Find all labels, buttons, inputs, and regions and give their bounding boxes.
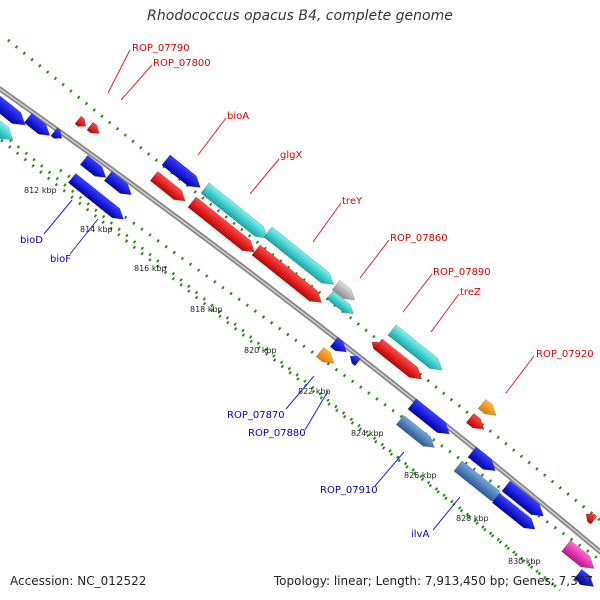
gene-label: bioD — [20, 235, 43, 246]
bottom-gene-labels: bioD bioF ROP_07870 ROP_07880 ROP_07910 … — [20, 235, 429, 540]
tick-dot-line — [59, 168, 600, 562]
gene-label: ROP_07790 — [132, 43, 190, 54]
gene-arrow — [573, 568, 595, 587]
gene-arrow — [74, 115, 87, 127]
gene-label: ROP_07860 — [390, 233, 448, 244]
gene-arrow — [349, 355, 362, 367]
gene-label: ROP_07870 — [227, 410, 285, 421]
tick-label: 830 kbp — [508, 557, 541, 566]
tick-label: 824 kbp — [351, 429, 384, 438]
gene-arrow — [387, 324, 443, 371]
gene-label: glgX — [280, 150, 302, 161]
top-gene-labels: ROP_07790 ROP_07800 bioA glgX treY ROP_0… — [132, 43, 594, 360]
tick-dot-line — [0, 137, 561, 592]
gene-arrow — [67, 172, 124, 220]
top-leader-lines — [107, 49, 535, 394]
map-title: Rhodococcus opacus B4, complete genome — [147, 8, 453, 24]
gene-arrow — [585, 513, 598, 525]
gene-label: treZ — [460, 287, 481, 298]
accession-label: Accession: NC_012522 — [10, 574, 147, 588]
tick-label: 828 kbp — [456, 514, 489, 523]
tick-label: 820 kbp — [244, 346, 277, 355]
gene-label: bioF — [50, 254, 71, 265]
gene-arrow — [501, 480, 544, 517]
gene-arrow — [477, 398, 497, 416]
gene-label: ROP_07880 — [248, 428, 306, 439]
gene-arrow — [263, 226, 335, 285]
genome-backbone-highlight — [0, 88, 600, 553]
gene-arrow — [200, 182, 268, 239]
gene-arrow — [0, 94, 26, 126]
genome-summary: Topology: linear; Length: 7,913,450 bp; … — [273, 574, 593, 588]
gene-arrow — [86, 121, 100, 134]
gene-arrow — [79, 154, 107, 178]
gene-arrow — [491, 492, 536, 530]
gene-arrow — [0, 114, 14, 141]
gene-arrow — [50, 127, 63, 139]
gene-arrow — [467, 446, 496, 472]
gene-arrow — [561, 540, 595, 569]
gene-arrow — [326, 290, 354, 315]
gene-label: ROP_07800 — [153, 58, 211, 69]
bottom-leader-lines — [43, 199, 461, 531]
gene-arrow — [251, 244, 323, 303]
tick-label: 812 kbp — [24, 186, 57, 195]
tick-label: 818 kbp — [190, 305, 223, 314]
tick-labels: 812 kbp 814 kbp 816 kbp 818 kbp 820 kbp … — [24, 186, 541, 566]
gene-arrow — [187, 196, 255, 253]
tick-label: 816 kbp — [134, 264, 167, 273]
tick-dot-lines — [0, 38, 600, 592]
gene-arrow — [149, 170, 186, 202]
tick-label: 814 kbp — [80, 225, 113, 234]
gene-label: ROP_07920 — [536, 349, 594, 360]
gene-features — [0, 94, 598, 587]
gene-arrow — [395, 414, 435, 448]
gene-label: ROP_07910 — [320, 485, 378, 496]
gene-arrow — [23, 112, 51, 136]
gene-arrow — [315, 346, 335, 364]
gene-arrow — [103, 170, 132, 196]
gene-label: ROP_07890 — [433, 267, 491, 278]
tick-dot-line — [7, 38, 600, 522]
gene-label: ilvA — [411, 529, 429, 540]
gene-label: treY — [342, 196, 363, 207]
tick-label: 822 kbp — [298, 387, 331, 396]
gene-arrow — [407, 398, 450, 435]
gene-arrow — [465, 412, 485, 430]
gene-arrow — [161, 154, 201, 188]
tick-label: 826 kbp — [404, 471, 437, 480]
gene-arrow — [331, 279, 356, 301]
gene-label: bioA — [227, 111, 249, 122]
gene-arrow — [373, 338, 423, 380]
gene-arrow — [329, 336, 347, 353]
